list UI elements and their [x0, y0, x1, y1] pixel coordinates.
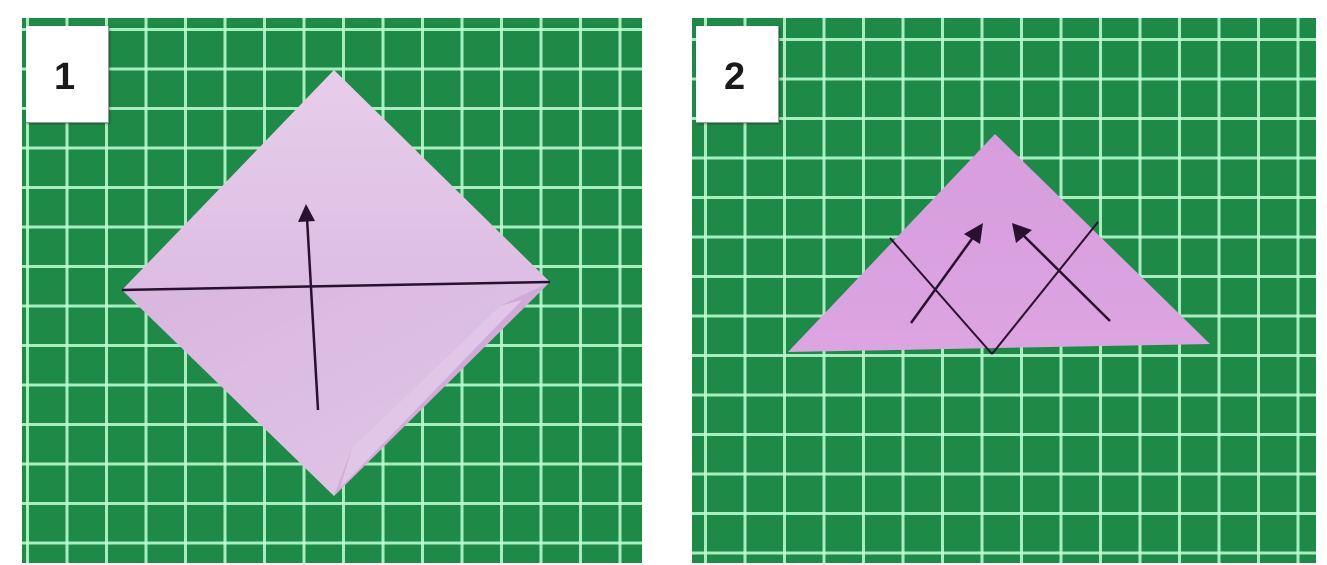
paper-square-bottom-half	[122, 282, 550, 496]
left-fold-arrowhead	[964, 223, 983, 244]
horizontal-crease-line	[121, 280, 551, 292]
step-1-photo: 1	[22, 18, 642, 563]
step-2-drawing	[788, 134, 1210, 355]
step-1-number: 1	[54, 56, 76, 98]
right-fold-arrowhead	[1012, 223, 1032, 243]
fold-up-arrow	[305, 217, 320, 411]
paper-triangle	[788, 134, 1210, 352]
step-2-label-box: 2	[696, 26, 779, 123]
step-2-photo: 2	[692, 18, 1316, 563]
step-1-drawing	[121, 70, 551, 496]
right-fold-arrow	[1021, 233, 1111, 322]
fold-up-arrowhead	[298, 204, 315, 222]
step-2-number: 2	[724, 56, 746, 98]
step-1-label-box: 1	[26, 26, 109, 123]
left-fold-line	[889, 237, 993, 355]
left-fold-arrow	[909, 235, 976, 324]
right-fold-line	[991, 221, 1099, 355]
paper-square-top-half	[122, 70, 550, 290]
paper-fold-flap-highlight	[340, 300, 522, 488]
paper-fold-flap	[334, 282, 550, 496]
